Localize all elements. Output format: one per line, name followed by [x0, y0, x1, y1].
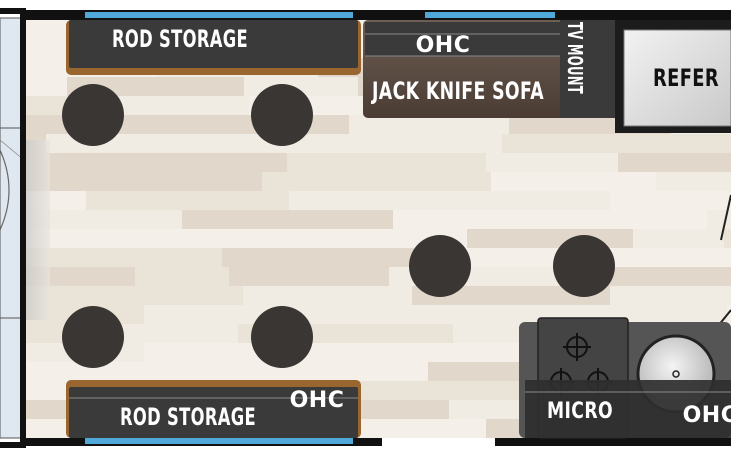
floor-plank — [610, 286, 731, 305]
floor-plank — [484, 191, 610, 210]
floor-plank — [233, 362, 428, 381]
jack-knife-sofa-label: JACK KNIFE SOFA — [371, 77, 544, 105]
rod-storage-top: ROD STORAGE — [66, 20, 361, 75]
tie-down — [251, 306, 313, 368]
floor-plank — [243, 286, 412, 305]
floor-plank — [81, 362, 233, 381]
floor-plank — [262, 172, 491, 191]
refrigerator: REFER — [615, 20, 731, 133]
window-top-right — [425, 12, 555, 18]
floor-plank — [633, 229, 724, 248]
refer-label: REFER — [653, 64, 719, 92]
floor-plank — [289, 191, 484, 210]
jack-knife-sofa-area: OHC JACK KNIFE SOFA — [363, 20, 615, 118]
floor-plank — [610, 191, 726, 210]
floor-plank — [709, 153, 731, 172]
rod-storage-bottom: OHC ROD STORAGE — [66, 380, 361, 438]
floor-plank — [144, 305, 359, 324]
floor-plank — [393, 210, 561, 229]
floor-plank — [502, 134, 729, 153]
galley-counter: MICRO OHC — [519, 317, 731, 439]
floor-plank — [486, 153, 618, 172]
tv-mount-label: TV MOUNT — [563, 22, 587, 94]
floor-plank — [95, 96, 249, 115]
tie-down — [409, 235, 471, 297]
floor-plank — [727, 305, 731, 324]
window-bottom — [85, 438, 353, 444]
floor-plank — [656, 172, 731, 191]
floor-plank — [222, 248, 414, 267]
micro-label: MICRO — [547, 399, 613, 424]
floor-plank — [182, 210, 295, 229]
floor-plank — [124, 229, 313, 248]
tie-down — [62, 84, 124, 146]
floor-plank — [163, 153, 287, 172]
floor-plank — [349, 115, 509, 134]
tie-down — [62, 306, 124, 368]
tie-downs — [62, 84, 615, 368]
floor-plank — [10, 286, 243, 305]
floor-plank — [561, 210, 707, 229]
rod-storage-bottom-label: ROD STORAGE — [120, 403, 256, 431]
floor-plank — [412, 286, 610, 305]
floor-plank — [618, 153, 709, 172]
ohc-top-label: OHC — [416, 33, 471, 58]
floor-plank — [491, 172, 656, 191]
floor-plank — [339, 343, 537, 362]
floor-plank — [359, 305, 536, 324]
floor-plank — [724, 229, 731, 248]
ohc-bottom-left-label: OHC — [290, 388, 345, 413]
window-top-left — [85, 12, 353, 18]
floor-plank — [295, 210, 393, 229]
floor-plank — [344, 381, 577, 400]
floor-plank — [229, 267, 389, 286]
floor-plank — [14, 172, 262, 191]
floor-plank — [258, 134, 502, 153]
floor-plank — [0, 248, 222, 267]
floor-plank — [86, 191, 289, 210]
floor-plank — [726, 191, 731, 210]
floor-plank — [729, 134, 731, 153]
ohc-bottom-right-label: OHC — [683, 403, 731, 428]
sink-drain — [672, 370, 680, 378]
tie-down — [553, 235, 615, 297]
floor-plank — [135, 267, 229, 286]
floor-plank — [86, 324, 238, 343]
floor-plank — [22, 153, 163, 172]
floor-plank — [287, 153, 486, 172]
tie-down — [251, 84, 313, 146]
floor-plank — [467, 229, 633, 248]
tv-mount: TV MOUNT — [560, 20, 615, 118]
rod-storage-top-label: ROD STORAGE — [112, 25, 248, 53]
